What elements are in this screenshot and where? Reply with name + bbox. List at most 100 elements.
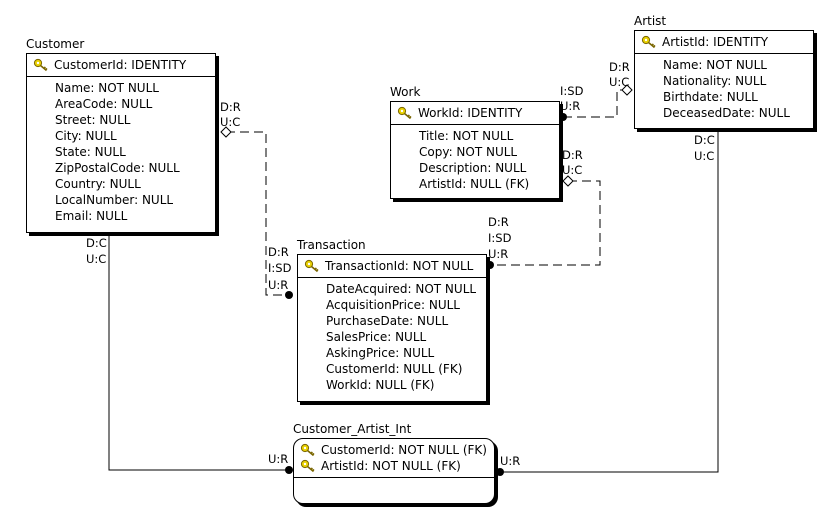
- artist-attr-name: Name: NOT NULL: [663, 58, 767, 72]
- customer-attribute: LocalNumber: NULL: [55, 192, 215, 208]
- customer-key-section: CustomerId: IDENTITY: [27, 54, 215, 77]
- artist-key-section: ArtistId: IDENTITY: [635, 31, 813, 54]
- customer-attribute: City: NULL: [55, 128, 215, 144]
- relationship-line-work-transaction[interactable]: [490, 180, 601, 266]
- diamond-marker-customer-transaction: [220, 126, 232, 138]
- customer-artist-int-entity-title: Customer_Artist_Int: [293, 422, 412, 436]
- transaction-attr-acquisitionprice: AcquisitionPrice: NULL: [326, 298, 460, 312]
- transaction-key-section: TransactionId: NOT NULL: [298, 255, 486, 278]
- dot-marker-transaction-customer: [285, 291, 293, 299]
- work-key-workid: WorkId: IDENTITY: [418, 106, 523, 120]
- artist-entity[interactable]: ArtistId: IDENTITY Name: NOT NULL Nation…: [634, 30, 814, 129]
- transaction-attribute: CustomerId: NULL (FK): [326, 361, 486, 377]
- artist-attribute: Nationality: NULL: [663, 73, 813, 89]
- transaction-entity-title: Transaction: [297, 238, 366, 252]
- key-icon: [397, 106, 412, 120]
- customer-artist-int-key-row: ArtistId: NOT NULL (FK): [300, 458, 494, 474]
- dot-marker-int-customer: [285, 466, 293, 474]
- artist-key-artistid: ArtistId: IDENTITY: [662, 35, 769, 49]
- customer-attr-country: Country: NULL: [55, 177, 141, 191]
- work-attr-description: Description: NULL: [419, 161, 527, 175]
- relationship-label: I:SD: [268, 261, 292, 275]
- relationship-label: U:R: [488, 247, 509, 261]
- key-icon: [641, 35, 656, 49]
- transaction-attr-purchasedate: PurchaseDate: NULL: [326, 314, 449, 328]
- artist-attribute: Birthdate: NULL: [663, 89, 813, 105]
- transaction-attr-salesprice: SalesPrice: NULL: [326, 330, 427, 344]
- relationship-label: I:SD: [488, 231, 512, 245]
- key-icon: [300, 443, 315, 457]
- diamond-marker-work-transaction: [562, 175, 574, 187]
- customer-attr-email: Email: NULL: [55, 209, 128, 223]
- customer-entity-title: Customer: [26, 37, 85, 51]
- relationship-line-customer-transaction[interactable]: [226, 131, 288, 296]
- transaction-attr-askingprice: AskingPrice: NULL: [326, 346, 435, 360]
- customer-attr-street: Street: NULL: [55, 113, 131, 127]
- customer-artist-int-key-row: CustomerId: NOT NULL (FK): [300, 442, 494, 458]
- relationship-label: D:C: [694, 133, 715, 147]
- transaction-attribute: PurchaseDate: NULL: [326, 313, 486, 329]
- customer-artist-int-key-customerid: CustomerId: NOT NULL (FK): [321, 443, 487, 457]
- relationship-line-customer-int[interactable]: [108, 236, 288, 471]
- customer-attribute: Name: NOT NULL: [55, 80, 215, 96]
- customer-attr-areacode: AreaCode: NULL: [55, 97, 153, 111]
- customer-attribute: Email: NULL: [55, 208, 215, 224]
- customer-attribute-list: Name: NOT NULL AreaCode: NULL Street: NU…: [27, 77, 215, 227]
- customer-attribute: AreaCode: NULL: [55, 96, 215, 112]
- work-attribute: Description: NULL: [419, 160, 559, 176]
- relationship-label: U:R: [560, 99, 581, 113]
- artist-attr-nationality: Nationality: NULL: [663, 74, 767, 88]
- artist-attribute: DeceasedDate: NULL: [663, 105, 813, 121]
- artist-attribute: Name: NOT NULL: [663, 57, 813, 73]
- work-attribute: ArtistId: NULL (FK): [419, 176, 559, 192]
- transaction-entity[interactable]: TransactionId: NOT NULL DateAcquired: NO…: [297, 254, 487, 402]
- work-entity-title: Work: [390, 85, 421, 99]
- customer-attribute: State: NULL: [55, 144, 215, 160]
- relationship-label: U:C: [562, 163, 583, 177]
- customer-artist-int-key-artistid: ArtistId: NOT NULL (FK): [321, 459, 461, 473]
- transaction-attr-dateacquired: DateAcquired: NOT NULL: [326, 282, 477, 296]
- transaction-attr-workid: WorkId: NULL (FK): [326, 378, 435, 392]
- work-attr-artistid: ArtistId: NULL (FK): [419, 177, 530, 191]
- work-key-section: WorkId: IDENTITY: [391, 102, 559, 125]
- customer-attr-name: Name: NOT NULL: [55, 81, 159, 95]
- customer-attribute: ZipPostalCode: NULL: [55, 160, 215, 176]
- transaction-attribute: SalesPrice: NULL: [326, 329, 486, 345]
- dot-marker-work: [559, 113, 567, 121]
- transaction-attribute: DateAcquired: NOT NULL: [326, 281, 486, 297]
- relationship-label: D:R: [220, 100, 241, 114]
- customer-attribute: Country: NULL: [55, 176, 215, 192]
- customer-artist-int-entity[interactable]: CustomerId: NOT NULL (FK) ArtistId: NOT …: [293, 438, 495, 504]
- key-icon: [33, 58, 48, 72]
- dot-marker-int-artist: [496, 468, 504, 476]
- relationship-label: U:R: [268, 452, 289, 466]
- relationship-label: U:R: [268, 278, 289, 292]
- work-attribute: Title: NOT NULL: [419, 128, 559, 144]
- transaction-attribute-list: DateAcquired: NOT NULL AcquisitionPrice:…: [298, 278, 486, 396]
- customer-attr-city: City: NULL: [55, 129, 117, 143]
- artist-key-row: ArtistId: IDENTITY: [641, 34, 813, 50]
- customer-attr-state: State: NULL: [55, 145, 126, 159]
- artist-entity-title: Artist: [634, 14, 667, 28]
- diamond-marker-artist-work: [621, 84, 633, 96]
- relationship-label: U:C: [86, 252, 107, 266]
- relationship-label: D:R: [609, 60, 630, 74]
- relationship-label: D:R: [268, 245, 289, 259]
- customer-key-customerid: CustomerId: IDENTITY: [54, 58, 187, 72]
- relationship-label: U:R: [500, 454, 521, 468]
- work-attr-copy: Copy: NOT NULL: [419, 145, 518, 159]
- work-attr-title: Title: NOT NULL: [419, 129, 514, 143]
- relationship-label: U:C: [694, 149, 715, 163]
- customer-entity[interactable]: CustomerId: IDENTITY Name: NOT NULL Area…: [26, 53, 216, 233]
- transaction-attribute: AcquisitionPrice: NULL: [326, 297, 486, 313]
- work-entity[interactable]: WorkId: IDENTITY Title: NOT NULL Copy: N…: [390, 101, 560, 199]
- work-attribute: Copy: NOT NULL: [419, 144, 559, 160]
- artist-attribute-list: Name: NOT NULL Nationality: NULL Birthda…: [635, 54, 813, 124]
- key-icon: [304, 259, 319, 273]
- customer-key-row: CustomerId: IDENTITY: [33, 57, 215, 73]
- relationship-line-artist-int[interactable]: [500, 132, 719, 473]
- work-key-row: WorkId: IDENTITY: [397, 105, 559, 121]
- transaction-key-transactionid: TransactionId: NOT NULL: [325, 259, 474, 273]
